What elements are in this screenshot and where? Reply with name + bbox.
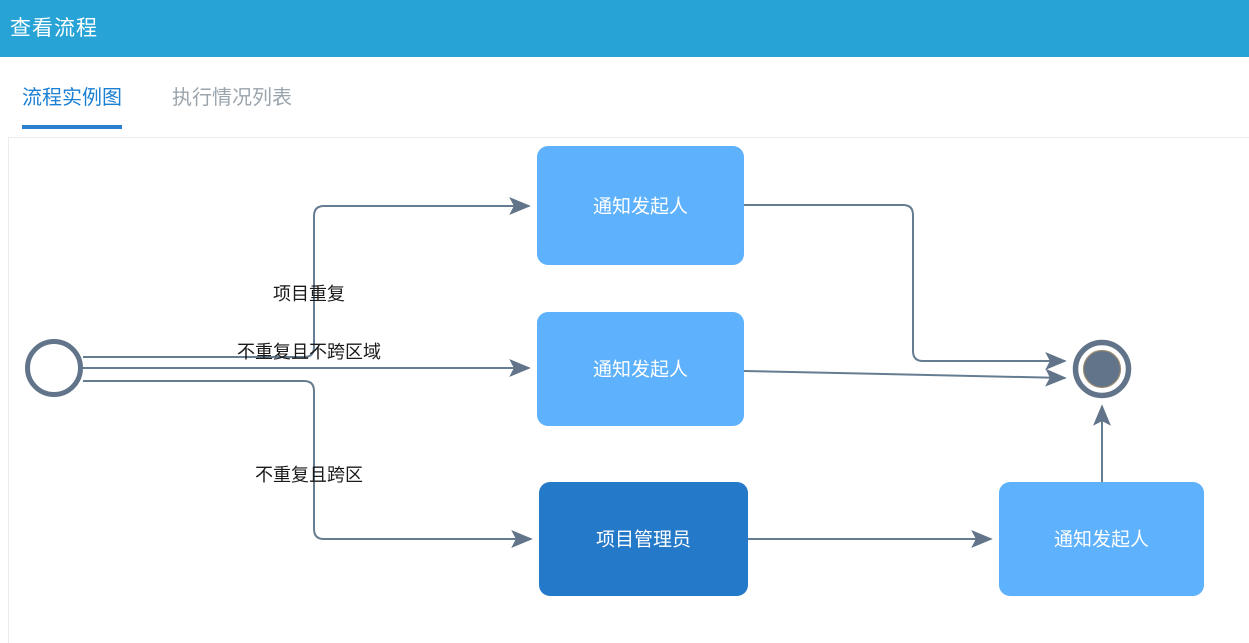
page-title: 查看流程 xyxy=(10,16,98,40)
flow-start-to-project-admin xyxy=(83,380,533,548)
task-notify-middle[interactable]: 通知发起人 xyxy=(537,312,744,426)
tab-bar: 流程实例图 执行情况列表 xyxy=(0,57,1249,137)
task-project-admin-label: 项目管理员 xyxy=(596,529,691,551)
task-notify-middle-label: 通知发起人 xyxy=(593,359,688,381)
start-event-icon[interactable] xyxy=(25,339,83,397)
task-notify-bottom[interactable]: 通知发起人 xyxy=(999,482,1204,596)
flow-notify-middle-to-end xyxy=(743,368,1067,387)
tab-process-instance-diagram[interactable]: 流程实例图 xyxy=(22,83,122,129)
app-header: 查看流程 xyxy=(0,0,1249,57)
process-diagram-svg: 通知发起人 通知发起人 项目管理员 通知发起人 项目重复 不重复且不跨区域 不重… xyxy=(25,146,1204,596)
tab-execution-list[interactable]: 执行情况列表 xyxy=(172,85,292,109)
flow-notify-top-to-end xyxy=(744,204,1067,370)
task-notify-top-label: 通知发起人 xyxy=(593,196,688,218)
end-event-inner-icon xyxy=(1082,349,1122,389)
task-notify-top[interactable]: 通知发起人 xyxy=(537,146,744,265)
edge-label-duplicate: 项目重复 xyxy=(273,284,345,305)
edge-label-no-dup-no-cross: 不重复且不跨区域 xyxy=(237,342,381,363)
flow-start-to-notify-top xyxy=(83,197,531,358)
task-project-admin[interactable]: 项目管理员 xyxy=(539,482,748,596)
process-diagram-canvas[interactable]: 通知发起人 通知发起人 项目管理员 通知发起人 项目重复 不重复且不跨区域 不重… xyxy=(8,137,1249,643)
task-notify-bottom-label: 通知发起人 xyxy=(1054,529,1149,551)
edge-label-no-dup-cross: 不重复且跨区 xyxy=(255,465,363,486)
